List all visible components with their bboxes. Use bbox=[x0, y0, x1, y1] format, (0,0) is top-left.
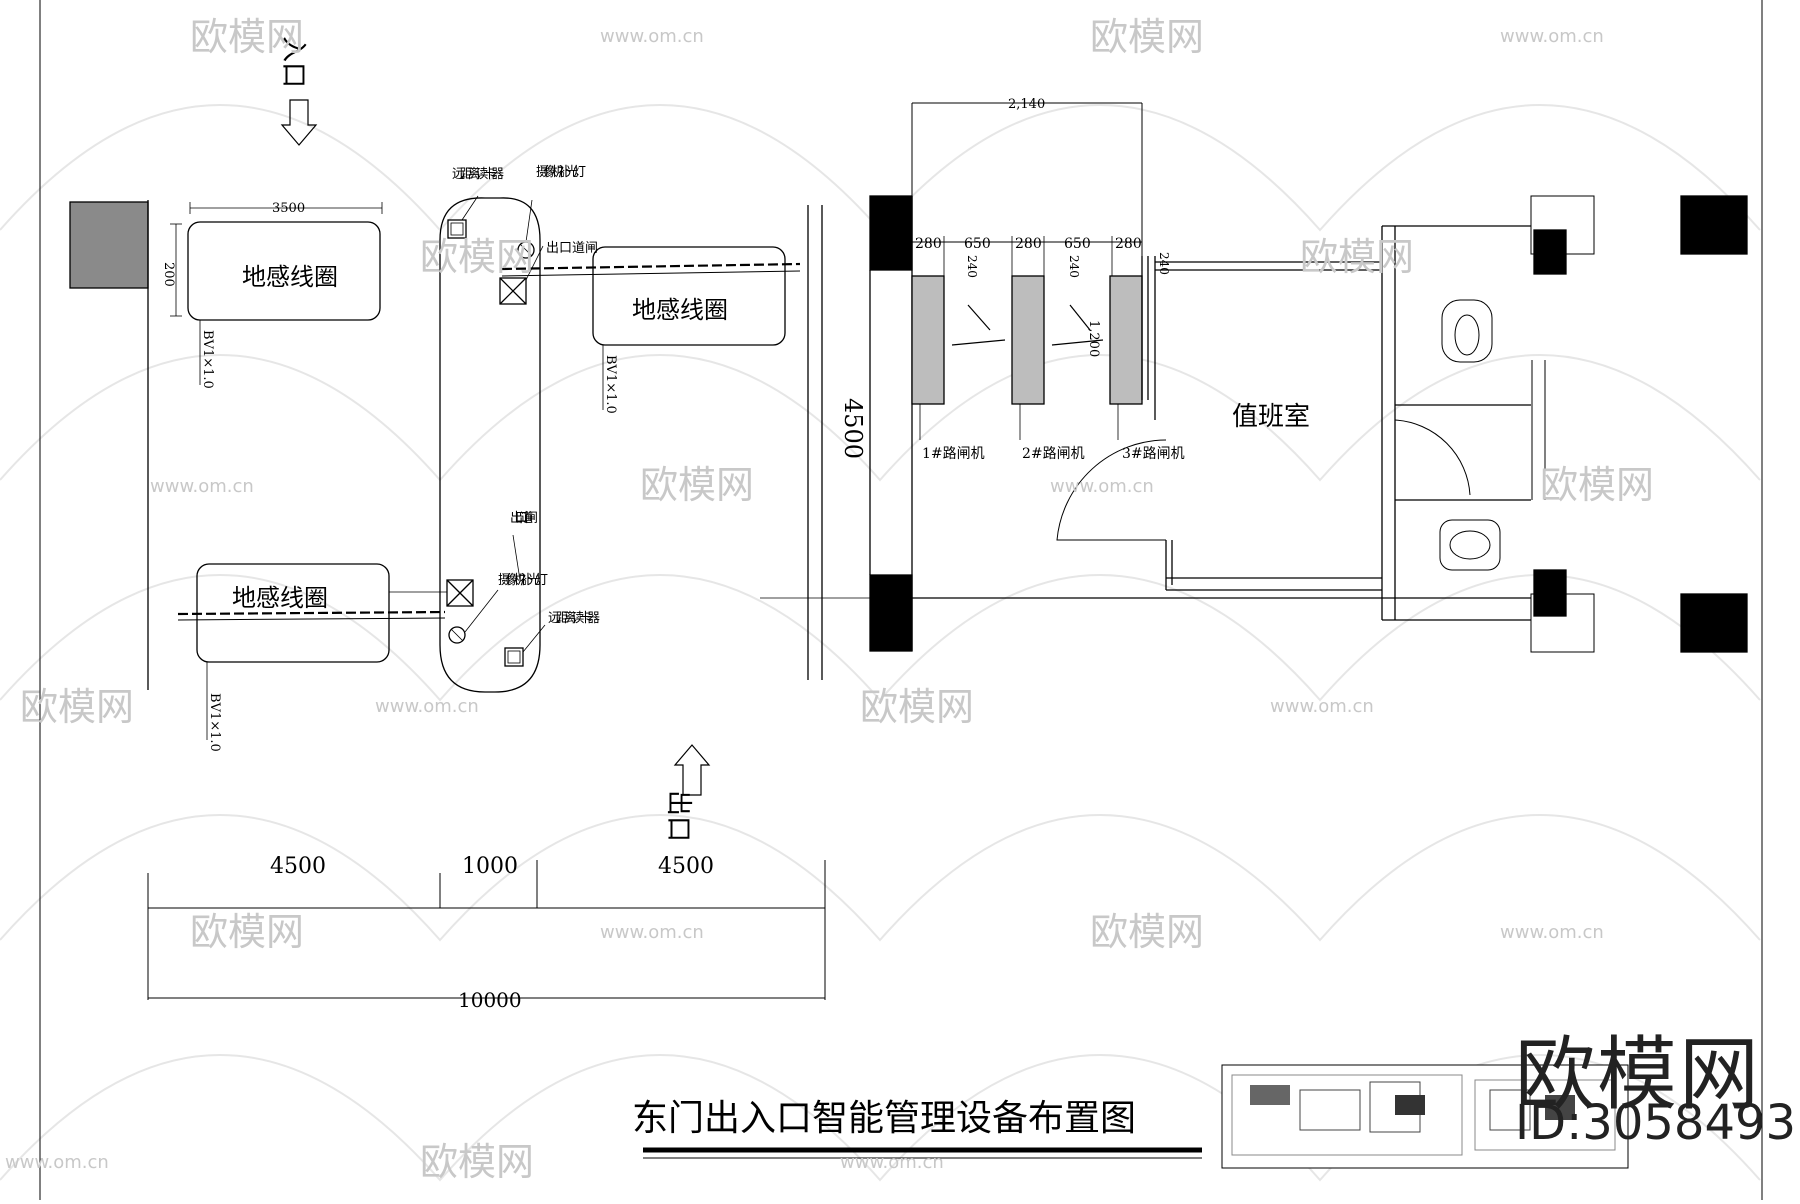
loop-label-1: 地感线圈 bbox=[242, 263, 338, 291]
turnstile-arm-1 bbox=[951, 339, 1006, 346]
loop-height-dim: 200 bbox=[161, 262, 176, 287]
gate-machine-1 bbox=[911, 275, 945, 405]
gate-box-bottom bbox=[446, 579, 474, 607]
guard-post bbox=[69, 201, 149, 289]
exit-arrow bbox=[673, 744, 711, 796]
right-plan bbox=[760, 102, 1748, 653]
camera-bottom bbox=[448, 626, 466, 644]
column-2 bbox=[869, 574, 913, 652]
entry-gate-label: 出口道闸 bbox=[546, 241, 598, 256]
column-3 bbox=[1533, 229, 1567, 275]
watermark-site-5: www.om.cn bbox=[375, 696, 479, 717]
cable-label-1: BV1×1.0 bbox=[200, 330, 215, 389]
column-1 bbox=[869, 195, 913, 271]
title-block: 东门出入口智能管理设备布置图 bbox=[632, 1098, 1202, 1159]
dim-total: 10000 bbox=[458, 988, 522, 1012]
entry-label: 入口 bbox=[278, 36, 308, 88]
cable-label-3: BV1×1.0 bbox=[207, 693, 222, 752]
dim-bottom-2: 1000 bbox=[462, 854, 518, 879]
thumbnail-preview bbox=[1221, 1064, 1629, 1169]
watermark-brand-3: 欧模网 bbox=[420, 235, 534, 279]
dim-bottom-1: 4500 bbox=[270, 854, 326, 879]
safety-island bbox=[439, 197, 541, 693]
squat-toilet bbox=[1441, 299, 1493, 363]
turnstile-arm-2 bbox=[1051, 339, 1104, 346]
watermark-site-7: www.om.cn bbox=[600, 922, 704, 943]
dim-240-b: 240 bbox=[1067, 255, 1081, 278]
watermark-arcs bbox=[0, 104, 1761, 1182]
watermark-brand-4: 欧模网 bbox=[1300, 235, 1414, 279]
watermark-site-1: www.om.cn bbox=[600, 26, 704, 47]
watermark-brand-5: 欧模网 bbox=[640, 463, 754, 507]
cable-label-2: BV1×1.0 bbox=[603, 355, 618, 414]
column-4 bbox=[1533, 569, 1567, 617]
watermark-big-brand: 欧模网 bbox=[1515, 1028, 1761, 1121]
card-reader-top bbox=[447, 219, 467, 239]
ground-loop-2 bbox=[592, 246, 786, 346]
pier-top bbox=[1530, 195, 1595, 255]
watermark-site-6: www.om.cn bbox=[1270, 696, 1374, 717]
right-labels: 2,140 280 650 280 650 280 240 240 240 1,… bbox=[915, 97, 1310, 462]
reader-label-bottom: 远距离读卡器 bbox=[548, 610, 600, 626]
dim-lane-3: 280 bbox=[1015, 236, 1042, 252]
column-5 bbox=[1680, 195, 1748, 255]
watermark-brand-9: 欧模网 bbox=[190, 910, 304, 954]
door-swing-main bbox=[1056, 439, 1167, 541]
dim-lane-1: 280 bbox=[915, 236, 942, 252]
watermark-brand-1: 欧模网 bbox=[190, 15, 304, 59]
watermark-brand-8: 欧模网 bbox=[860, 685, 974, 729]
camera-label-bottom: 摄像机/补光灯 bbox=[498, 573, 548, 588]
dim-lane-2: 650 bbox=[964, 236, 991, 252]
dim-1200: 1,200 bbox=[1086, 320, 1101, 357]
reader-label-top: 远距离读卡器 bbox=[452, 166, 504, 182]
card-reader-bottom bbox=[504, 647, 524, 667]
watermark-brand-10: 欧模网 bbox=[1090, 910, 1204, 954]
left-plan bbox=[69, 99, 826, 1000]
loop-label-3: 地感线圈 bbox=[232, 584, 328, 612]
loop-label-2: 地感线圈 bbox=[632, 296, 728, 324]
watermark-brand-6: 欧模网 bbox=[1540, 463, 1654, 507]
door-swing-wc bbox=[1394, 419, 1471, 496]
gate-label-2: 2#路闸机 bbox=[1022, 446, 1085, 462]
dim-lane-5: 280 bbox=[1115, 236, 1142, 252]
pier-bottom bbox=[1530, 593, 1595, 653]
watermark-site-9: www.om.cn bbox=[5, 1152, 109, 1173]
dim-240-c: 240 bbox=[1157, 252, 1171, 275]
loop-width-dim: 3500 bbox=[272, 201, 305, 216]
barrier-arm-top bbox=[501, 262, 801, 271]
watermark-brand-7: 欧模网 bbox=[20, 685, 134, 729]
wash-basin bbox=[1439, 519, 1501, 571]
gate-machine-2 bbox=[1011, 275, 1045, 405]
watermark-site-10: www.om.cn bbox=[840, 1152, 944, 1173]
exit-label: 出口 bbox=[663, 790, 693, 842]
watermarks: 欧模网 www.om.cn 欧模网 www.om.cn 欧模网 欧模网 www.… bbox=[5, 15, 1654, 1184]
left-labels: 入口 出口 地感线圈 地感线圈 地感线圈 3500 200 BV1×1.0 BV… bbox=[161, 36, 867, 1012]
gate-label-1: 1#路闸机 bbox=[922, 446, 985, 462]
exit-gate-label: 出口道闸 bbox=[510, 511, 538, 526]
watermark-id: ID:3058493 bbox=[1515, 1095, 1797, 1151]
watermark-site-3: www.om.cn bbox=[150, 476, 254, 497]
dim-240-a: 240 bbox=[965, 255, 979, 278]
watermark-brand-2: 欧模网 bbox=[1090, 15, 1204, 59]
entry-arrow bbox=[280, 99, 318, 146]
barrier-arm-bottom bbox=[177, 610, 446, 616]
duty-room-label: 值班室 bbox=[1232, 402, 1310, 432]
gate-box-top bbox=[499, 277, 527, 305]
drawing-title: 东门出入口智能管理设备布置图 bbox=[632, 1098, 1136, 1139]
watermark-site-8: www.om.cn bbox=[1500, 922, 1604, 943]
dim-bottom-3: 4500 bbox=[658, 854, 714, 879]
column-6 bbox=[1680, 593, 1748, 653]
gate-label-3: 3#路闸机 bbox=[1122, 446, 1185, 462]
dim-lane-4: 650 bbox=[1064, 236, 1091, 252]
watermark-site-2: www.om.cn bbox=[1500, 26, 1604, 47]
dim-top-2140: 2,140 bbox=[1008, 97, 1045, 112]
watermark-brand-11: 欧模网 bbox=[420, 1140, 534, 1184]
dim-side: 4500 bbox=[839, 398, 867, 459]
ground-loop-1 bbox=[187, 221, 381, 321]
gate-machine-3 bbox=[1109, 275, 1143, 405]
camera-label-top: 摄像机/补光灯 bbox=[536, 165, 586, 180]
watermark-site-4: www.om.cn bbox=[1050, 476, 1154, 497]
